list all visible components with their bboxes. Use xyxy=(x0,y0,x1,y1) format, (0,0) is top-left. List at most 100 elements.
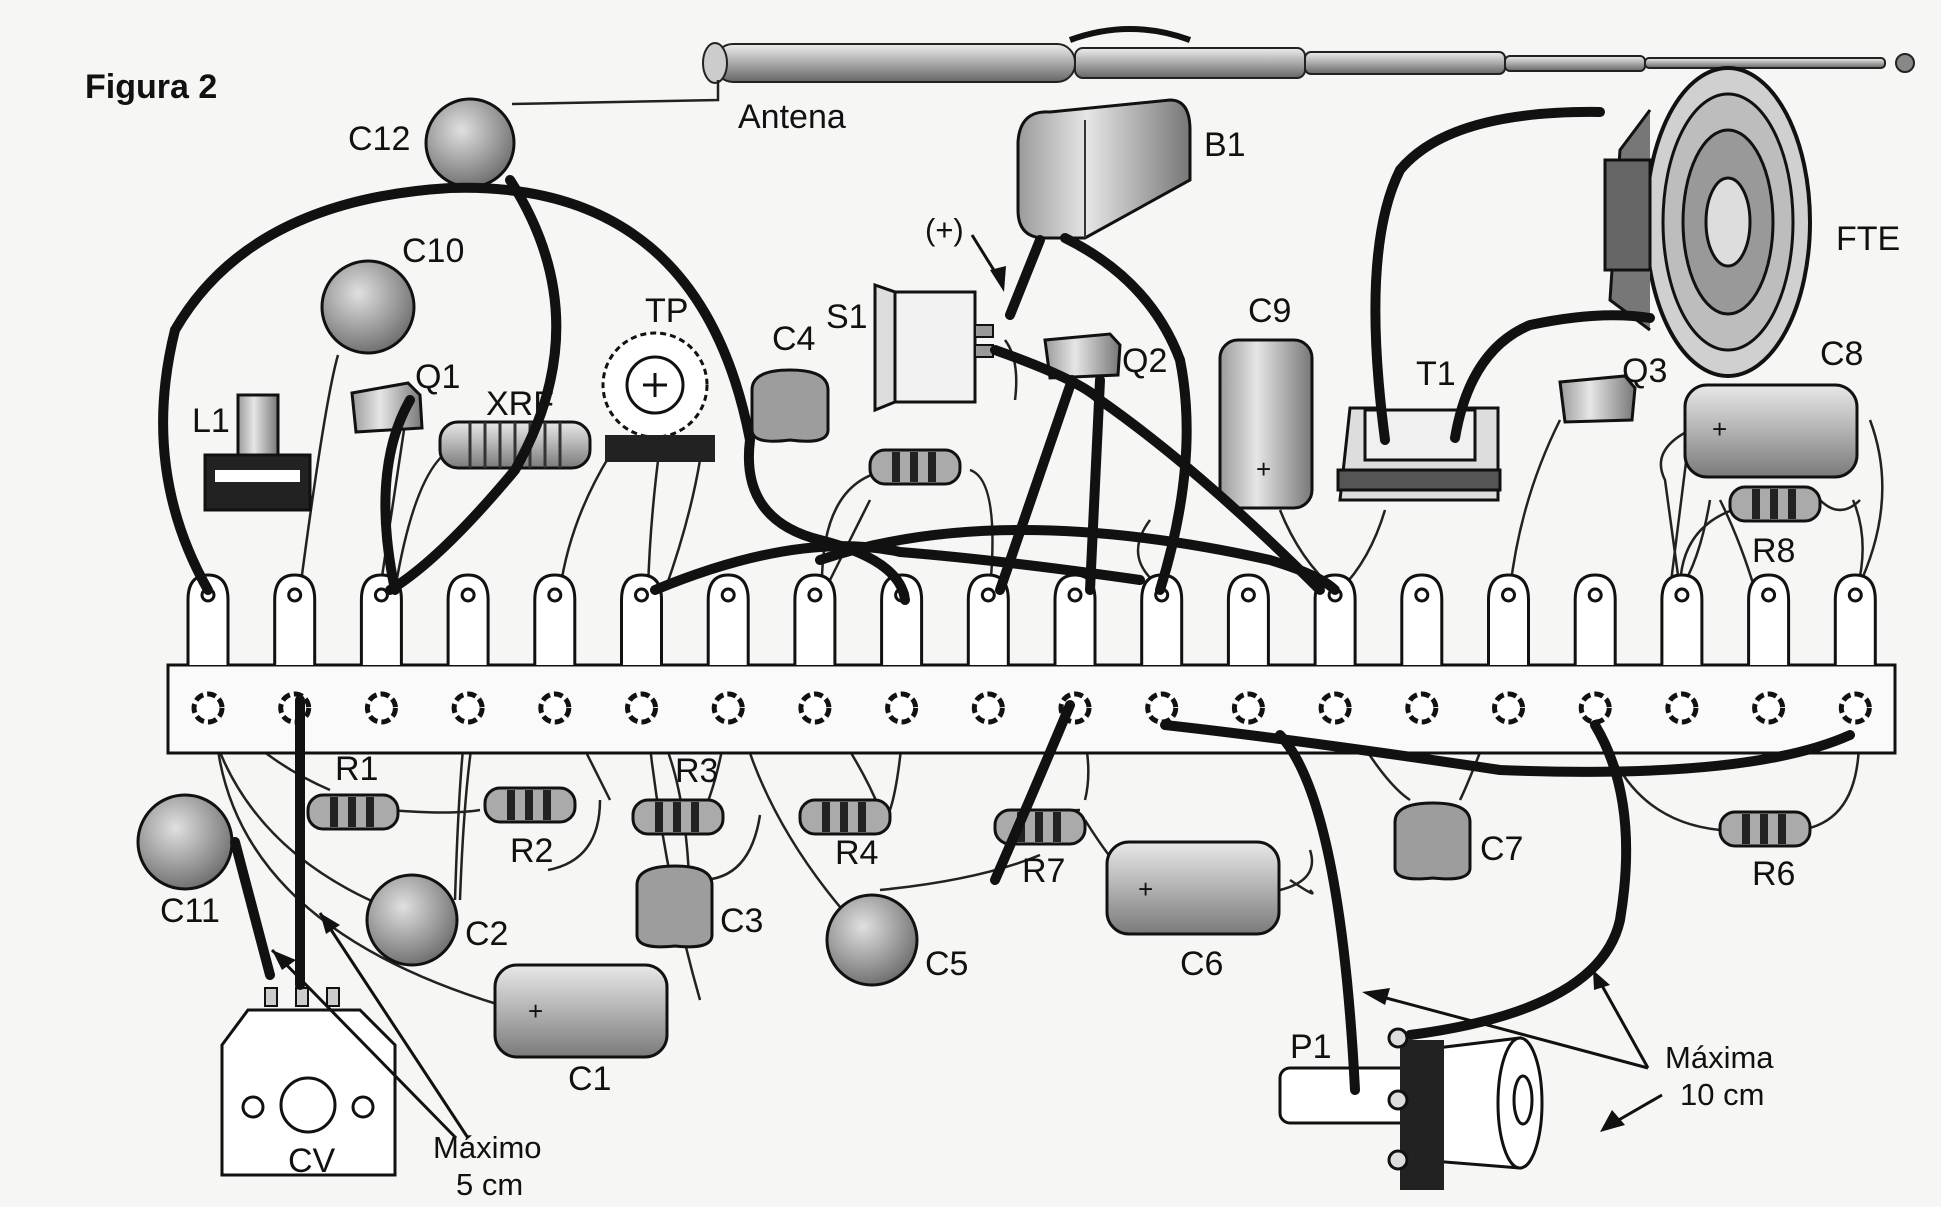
solder-lug-hole xyxy=(807,587,823,603)
r6-label: R6 xyxy=(1752,855,1795,893)
solder-lug-hole xyxy=(460,587,476,603)
c4-label: C4 xyxy=(772,320,815,358)
strip-eyelet xyxy=(1578,691,1612,725)
battery-b1 xyxy=(1016,98,1192,240)
resistor-r1 xyxy=(306,793,400,831)
solder-lug xyxy=(706,573,750,665)
capacitor-c10 xyxy=(320,259,416,355)
c6-label: C6 xyxy=(1180,945,1223,983)
capacitor-c8: + xyxy=(1683,383,1859,479)
max10-label-line1: Máxima xyxy=(1665,1040,1774,1075)
strip-eyelet xyxy=(451,691,485,725)
solder-lug xyxy=(793,573,837,665)
solder-lug-hole xyxy=(547,587,563,603)
coil-l1 xyxy=(203,393,312,512)
resistor-r6 xyxy=(1718,810,1812,848)
speaker-fte xyxy=(1603,66,1812,378)
capacitor-c11 xyxy=(136,793,234,891)
solder-lug xyxy=(1487,573,1530,665)
c12-label: C12 xyxy=(348,120,410,158)
transistor-q3 xyxy=(1558,374,1637,424)
q1-label: Q1 xyxy=(415,358,460,396)
max10-label-line2: 10 cm xyxy=(1680,1077,1764,1112)
antenna-label: Antena xyxy=(738,98,846,136)
capacitor-c3 xyxy=(635,864,714,949)
solder-lug-hole xyxy=(1501,587,1516,603)
q2-label: Q2 xyxy=(1122,342,1167,380)
potentiometer-p1 xyxy=(1278,1027,1544,1190)
solder-lug-hole xyxy=(1414,587,1430,603)
solder-lug xyxy=(1573,573,1617,665)
solder-lug-hole xyxy=(1847,587,1863,603)
solder-lug-hole xyxy=(720,587,736,603)
resistor-r8 xyxy=(1728,485,1822,523)
r4-label: R4 xyxy=(835,834,878,872)
solder-lug xyxy=(1833,573,1877,665)
resistor-r3 xyxy=(631,798,725,836)
capacitor-c4 xyxy=(750,368,830,443)
solder-lug xyxy=(359,573,403,665)
strip-eyelet xyxy=(538,691,572,725)
solder-lug xyxy=(273,573,317,665)
q3-label: Q3 xyxy=(1622,352,1667,390)
solder-lug xyxy=(1747,573,1791,665)
s1-label: S1 xyxy=(826,298,868,336)
r3-label: R3 xyxy=(675,752,718,790)
r1-label: R1 xyxy=(335,750,378,788)
solder-lug xyxy=(966,573,1010,665)
solder-lug xyxy=(880,573,924,665)
svg-text:+: + xyxy=(1256,454,1271,484)
strip-eyelet xyxy=(1145,691,1179,725)
max5-label-line2: 5 cm xyxy=(456,1167,523,1202)
speaker-label: FTE xyxy=(1836,220,1900,258)
tp-label: TP xyxy=(645,292,688,330)
svg-text:+: + xyxy=(1712,414,1727,444)
transformer-t1 xyxy=(1336,406,1502,502)
callout-arrowheads xyxy=(272,913,1625,1132)
strip-eyelet xyxy=(885,691,919,725)
strip-eyelet xyxy=(971,691,1005,725)
strip-eyelet xyxy=(1231,691,1265,725)
svg-text:+: + xyxy=(528,996,543,1026)
strip-eyelet xyxy=(1405,691,1439,725)
battery-plus-arrowhead xyxy=(990,266,1006,292)
c3-label: C3 xyxy=(720,902,763,940)
telescopic-antenna xyxy=(702,26,1915,84)
strip-eyelet xyxy=(798,691,832,725)
c9-label: C9 xyxy=(1248,292,1291,330)
solder-lug xyxy=(186,573,230,665)
l1-label: L1 xyxy=(192,402,230,440)
strip-eyelet xyxy=(364,691,398,725)
strip-eyelet xyxy=(1492,691,1525,725)
callout-arrows xyxy=(270,912,1663,1140)
thick-wires xyxy=(158,106,1855,1095)
capacitor-c1: + xyxy=(493,963,669,1059)
strip-eyelet xyxy=(1838,691,1872,725)
strip-eyelet xyxy=(711,691,745,725)
t1-label: T1 xyxy=(1416,355,1456,393)
cv-label: CV xyxy=(288,1142,336,1180)
capacitor-c2 xyxy=(365,873,459,967)
r2-label: R2 xyxy=(510,832,553,870)
solder-lug xyxy=(1226,573,1270,665)
r8-label: R8 xyxy=(1752,532,1795,570)
battery-label: B1 xyxy=(1204,126,1246,164)
solder-lug-hole xyxy=(980,587,996,603)
solder-lug-hole xyxy=(1587,587,1603,603)
strip-eyelet xyxy=(191,691,225,725)
strip-eyelet xyxy=(1752,691,1786,725)
solder-lug-hole xyxy=(1674,587,1690,603)
c7-label: C7 xyxy=(1480,830,1523,868)
solder-lug-hole xyxy=(287,587,303,603)
c8-label: C8 xyxy=(1820,335,1863,373)
trimpot-tp xyxy=(601,331,715,462)
c11-label: C11 xyxy=(160,892,220,930)
resistor-r4 xyxy=(798,798,892,836)
capacitor-c6: + xyxy=(1105,840,1281,936)
c1-label: C1 xyxy=(568,1060,611,1098)
solder-lug xyxy=(1660,573,1704,665)
c2-label: C2 xyxy=(465,915,508,953)
capacitor-c7 xyxy=(1393,801,1472,881)
capacitor-c12 xyxy=(424,97,516,189)
